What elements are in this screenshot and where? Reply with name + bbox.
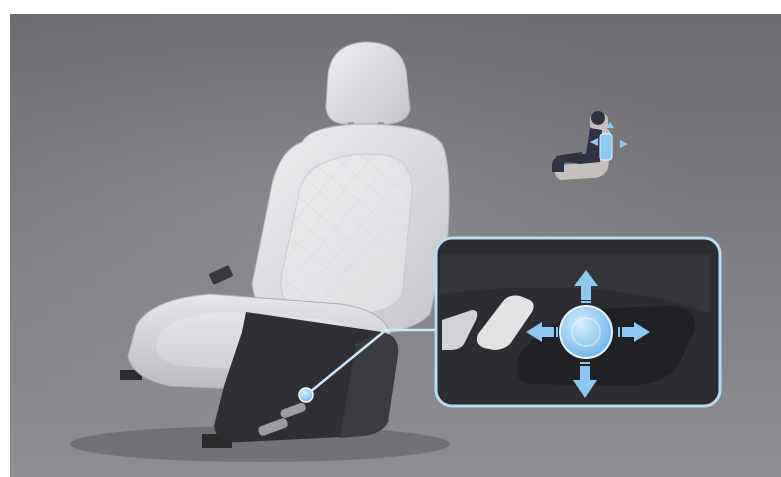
seated-occupant-icon [552, 111, 628, 180]
illustration-frame [10, 14, 781, 477]
illustration-canvas [10, 14, 781, 477]
switch-detail-callout [436, 238, 720, 406]
seat-adjust-switch-icon [560, 306, 612, 358]
car-seat-icon [70, 42, 450, 462]
